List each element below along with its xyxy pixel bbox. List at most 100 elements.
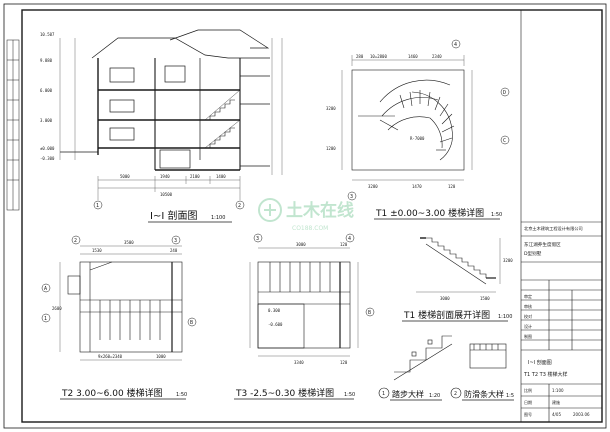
section-i-axis-1: 1 bbox=[96, 203, 99, 209]
title-drawing-1: I~I 剖面图 bbox=[528, 359, 552, 366]
t2-axis-right: B bbox=[190, 320, 193, 326]
section-i-level-6: -0.300 bbox=[40, 156, 55, 161]
t2-dimensions bbox=[59, 245, 182, 361]
section-i-dim-4: 1400 bbox=[216, 174, 226, 179]
title-row-label-3: 校对 bbox=[524, 313, 532, 319]
t3-axis-right: B bbox=[368, 310, 371, 316]
detail-2-scale: 1:5 bbox=[506, 393, 514, 399]
t3-dim-bottom-2: 120 bbox=[340, 360, 348, 365]
section-i-scale: 1:100 bbox=[211, 215, 225, 221]
t1-section-dim-1: 3000 bbox=[440, 296, 450, 301]
detail-2-number: 2 bbox=[454, 391, 457, 397]
t1-axis-bottom: 3 bbox=[350, 194, 353, 200]
section-i-dim-2: 1940 bbox=[160, 174, 170, 179]
title-project-1: 东江湖养生度假区 bbox=[524, 241, 561, 248]
section-i-level-5: ±0.000 bbox=[40, 146, 55, 151]
t1-section-title: T1 楼梯剖面展开详图 bbox=[403, 309, 490, 321]
t3-level-1: 0.300 bbox=[268, 308, 281, 313]
t1-section-scale: 1:100 bbox=[498, 314, 512, 320]
t1-section-dim-2: 3200 bbox=[503, 258, 513, 263]
outer-border bbox=[3, 3, 607, 429]
t3-dim-top-2: 120 bbox=[340, 242, 348, 247]
t2-axis-top-1-bubble bbox=[71, 235, 81, 245]
detail-1-drawing bbox=[393, 335, 453, 381]
t3-axis-top-2-bubble bbox=[345, 233, 355, 243]
t1-label-radius: R-7000 bbox=[410, 136, 425, 141]
detail-2-bubble bbox=[450, 387, 462, 399]
t1-axis-top: 4 bbox=[454, 42, 457, 48]
section-i-axis-1-bubble bbox=[93, 200, 103, 210]
t1-section-dim-3: 1500 bbox=[480, 296, 490, 301]
title-field-no: 图号 bbox=[524, 411, 532, 417]
section-i-axis-2: 2 bbox=[238, 203, 241, 209]
t1-dim-top-3: 1460 bbox=[408, 54, 418, 59]
section-i-dimensions bbox=[59, 38, 283, 200]
section-i-dim-total: 10500 bbox=[160, 192, 173, 197]
title-sheet-no: 建施 bbox=[552, 399, 560, 405]
t1-axis-c: C bbox=[503, 138, 506, 144]
t2-dim-top-2: 1530 bbox=[92, 248, 102, 253]
section-i-dim-1: 5000 bbox=[120, 174, 130, 179]
watermark: 土木在线 CO188.COM bbox=[258, 198, 354, 232]
detail-1-bubble bbox=[378, 387, 390, 399]
detail-2-title: 防滑条大样 bbox=[464, 389, 504, 399]
detail-1-scale: 1:20 bbox=[429, 393, 440, 399]
t1-section-dimensions bbox=[416, 238, 501, 293]
t3-axis-right-bubble bbox=[365, 307, 375, 317]
t1-dim-bottom-1: 3280 bbox=[368, 184, 378, 189]
title-block bbox=[520, 9, 603, 423]
t1-dim-top-4: 2340 bbox=[432, 54, 442, 59]
title-no-value: 4/05 bbox=[552, 412, 561, 417]
t2-axis-left-bubble bbox=[41, 313, 51, 323]
t1-axis-d: D bbox=[503, 90, 506, 96]
section-i-drawing bbox=[60, 29, 270, 171]
t1-title: T1 ±0.00~3.00 楼梯详图 bbox=[375, 207, 484, 219]
title-row-label-1: 审定 bbox=[524, 293, 532, 299]
t2-title: T2 3.00~6.00 楼梯详图 bbox=[61, 387, 163, 399]
t1-scale: 1:50 bbox=[491, 212, 502, 218]
section-i-level-4: 3.000 bbox=[40, 118, 53, 123]
section-i-title: I~I 剖面图 bbox=[150, 209, 197, 222]
watermark-url: CO188.COM bbox=[292, 225, 328, 232]
t2-dim-top-1: 3500 bbox=[124, 240, 134, 245]
title-project-2: D型别墅 bbox=[524, 250, 542, 257]
t3-dim-bottom-1: 3340 bbox=[294, 360, 304, 365]
t2-label-a: A bbox=[44, 286, 47, 292]
t1-stair-drawing bbox=[351, 69, 465, 171]
section-i-level-3: 6.000 bbox=[40, 88, 53, 93]
t2-dim-left-1: 2600 bbox=[52, 306, 62, 311]
t2-scale: 1:50 bbox=[176, 392, 187, 398]
t1-axis-d-bubble bbox=[500, 87, 510, 97]
title-company: 北京土木建筑工程设计有限公司 bbox=[524, 225, 583, 232]
t1-dim-bottom-2: 1470 bbox=[412, 184, 422, 189]
t2-label-a-bubble bbox=[41, 283, 51, 293]
t1-axis-bottom-bubble bbox=[347, 191, 357, 201]
t3-dim-top-1: 3000 bbox=[296, 242, 306, 247]
t3-axis-top-1-bubble bbox=[253, 233, 263, 243]
t1-dimensions bbox=[341, 55, 473, 181]
t3-stair-drawing bbox=[257, 261, 351, 349]
detail-1-title: 踏步大样 bbox=[392, 389, 424, 399]
t1-section-drawing bbox=[420, 237, 496, 285]
section-i-level-2: 9.880 bbox=[40, 58, 53, 63]
detail-2-drawing bbox=[469, 343, 507, 369]
t2-dim-top-3: 240 bbox=[170, 248, 178, 253]
t2-dim-bottom-1: 9x260=2340 bbox=[98, 354, 123, 359]
t3-dimensions bbox=[249, 247, 359, 357]
t3-level-2: -0.600 bbox=[268, 322, 283, 327]
t3-axis-top-2: 4 bbox=[348, 236, 351, 242]
section-i-level-1: 10.507 bbox=[40, 32, 55, 37]
section-i-axis-2-bubble bbox=[235, 200, 245, 210]
t2-axis-top-1: 2 bbox=[74, 238, 77, 244]
t2-axis-left: 1 bbox=[44, 316, 47, 322]
t1-dim-top-1: 280 bbox=[356, 54, 364, 59]
t3-axis-top-1: 3 bbox=[256, 236, 259, 242]
title-scale-value: 1:100 bbox=[552, 388, 564, 393]
t1-axis-top-bubble bbox=[451, 39, 461, 49]
t1-dim-left-2: 1200 bbox=[326, 146, 336, 151]
detail-1-number: 1 bbox=[382, 391, 385, 397]
t3-title: T3 -2.5~0.30 楼梯详图 bbox=[235, 387, 334, 399]
title-drawing-2: T1 T2 T3 楼梯大样 bbox=[523, 371, 567, 378]
t2-axis-top-2-bubble bbox=[171, 235, 181, 245]
